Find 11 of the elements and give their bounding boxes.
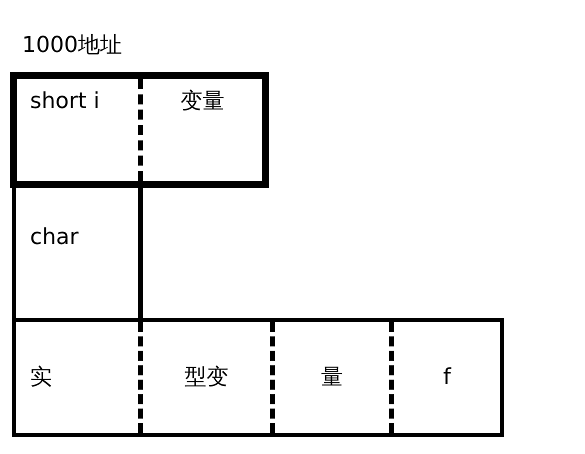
- cell-text: 量: [320, 364, 344, 390]
- cell-text: char: [30, 225, 79, 251]
- cell-text: short i: [30, 89, 100, 115]
- memory-cell: [12, 186, 143, 320]
- cell-text: 变量: [180, 89, 226, 115]
- address-label: 1000地址: [22, 33, 122, 59]
- cell-text: 实: [30, 364, 52, 390]
- memory-block: [10, 72, 269, 188]
- memory-row: [12, 318, 504, 437]
- cell-text: f: [442, 364, 452, 390]
- cell-text: 型变: [184, 364, 230, 390]
